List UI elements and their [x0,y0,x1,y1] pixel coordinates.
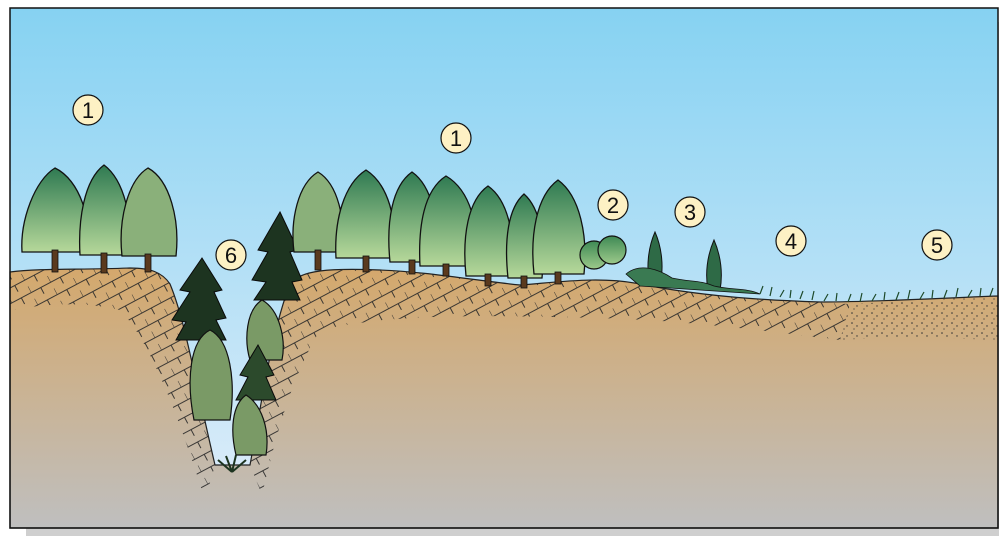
tree-trunk [145,254,151,272]
tree-trunk [521,276,527,288]
tree-trunk [555,272,561,284]
zone-marker: 5 [922,230,952,260]
zone-marker-label: 1 [82,98,94,123]
zone-marker: 2 [598,190,628,220]
zone-marker-label: 6 [225,243,237,268]
tree-trunk [409,260,415,274]
shrub [598,236,626,264]
zone-marker-label: 3 [684,200,696,225]
tree-trunk [485,274,491,286]
zone-marker: 1 [441,123,471,153]
zone-marker: 1 [73,95,103,125]
zone-marker: 4 [776,226,806,256]
zone-marker: 3 [675,197,705,227]
zone-marker-label: 2 [607,193,619,218]
tree-trunk [315,250,321,270]
zone-marker-label: 1 [450,126,462,151]
zone-marker-label: 5 [931,233,943,258]
tree-trunk [101,253,107,273]
tree-trunk [52,250,58,272]
zone-marker-label: 4 [785,229,797,254]
tree-trunk [363,256,369,272]
zone-marker: 6 [216,240,246,270]
tree-trunk [443,264,449,276]
